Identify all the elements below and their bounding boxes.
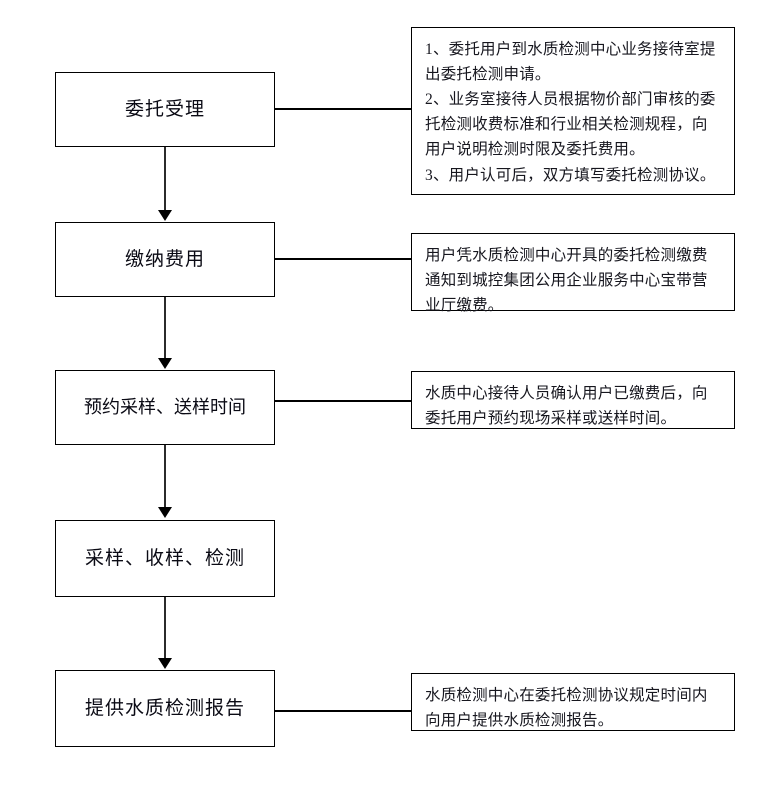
process-box-step-3[interactable]: 预约采样、送样时间 xyxy=(55,370,275,445)
process-label-step-3: 预约采样、送样时间 xyxy=(84,396,246,418)
arrow-line-step4-step5 xyxy=(164,597,166,659)
process-label-step-1: 委托受理 xyxy=(124,98,205,121)
note-text-step-2: 用户凭水质检测中心开具的委托检测缴费通知到城控集团公用企业服务中心宝带营业厅缴费… xyxy=(425,247,708,315)
note-text-step-3: 水质中心接待人员确认用户已缴费后，向委托用户预约现场采样或送样时间。 xyxy=(425,385,708,428)
process-label-step-2: 缴纳费用 xyxy=(124,248,205,271)
arrow-line-step3-step4 xyxy=(164,445,166,508)
arrow-head-step3-step4 xyxy=(158,507,172,518)
note-box-step-3: 水质中心接待人员确认用户已缴费后，向委托用户预约现场采样或送样时间。 xyxy=(411,371,735,429)
leader-line-step-1 xyxy=(275,108,412,110)
process-label-step-4: 采样、收样、检测 xyxy=(84,547,245,570)
note-text-step-5: 水质检测中心在委托检测协议规定时间内向用户提供水质检测报告。 xyxy=(425,687,708,730)
arrow-head-step1-step2 xyxy=(158,210,172,221)
process-box-step-4[interactable]: 采样、收样、检测 xyxy=(55,520,275,597)
arrow-head-step2-step3 xyxy=(158,358,172,369)
note-box-step-2: 用户凭水质检测中心开具的委托检测缴费通知到城控集团公用企业服务中心宝带营业厅缴费… xyxy=(411,233,735,314)
process-box-step-1[interactable]: 委托受理 xyxy=(55,72,275,147)
arrow-line-step1-step2 xyxy=(164,147,166,211)
arrow-head-step4-step5 xyxy=(158,658,172,669)
process-label-step-5: 提供水质检测报告 xyxy=(84,697,245,720)
note-text-step-1: 1、委托用户到水质检测中心业务接待室提出委托检测申请。 2、业务室接待人员根据物… xyxy=(425,41,716,184)
arrow-line-step2-step3 xyxy=(164,297,166,359)
note-box-step-1: 1、委托用户到水质检测中心业务接待室提出委托检测申请。 2、业务室接待人员根据物… xyxy=(411,27,735,195)
note-box-step-5: 水质检测中心在委托检测协议规定时间内向用户提供水质检测报告。 xyxy=(411,673,735,731)
leader-line-step-3 xyxy=(275,400,412,402)
process-box-step-2[interactable]: 缴纳费用 xyxy=(55,222,275,297)
leader-line-step-2 xyxy=(275,258,412,260)
leader-line-step-5 xyxy=(275,710,412,712)
process-box-step-5[interactable]: 提供水质检测报告 xyxy=(55,670,275,747)
